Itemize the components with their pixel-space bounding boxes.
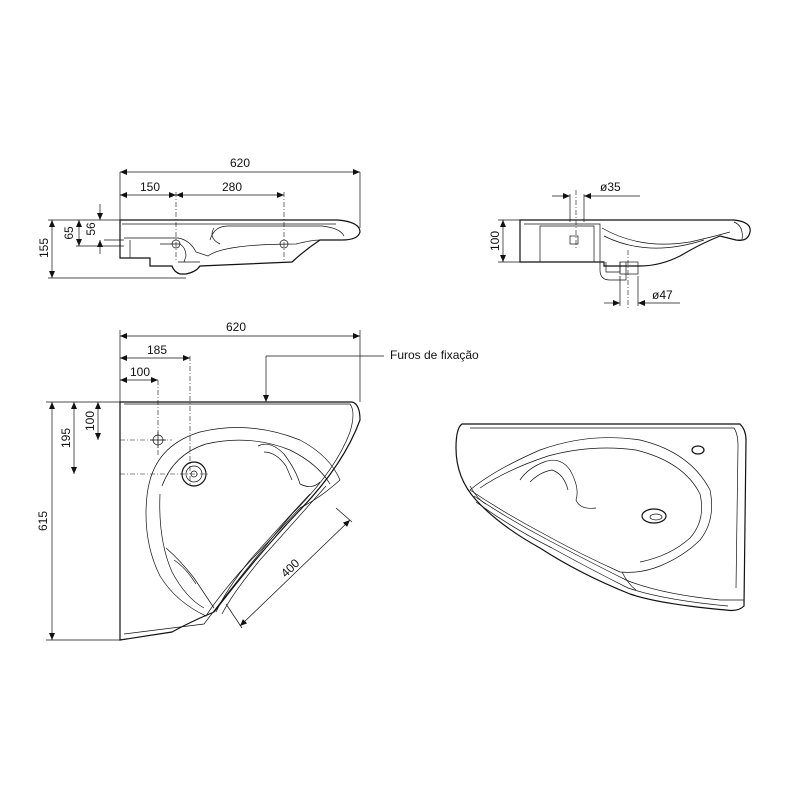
mounting-holes-label: Furos de fixação — [390, 348, 479, 362]
dim-side-dia-47: ø47 — [652, 288, 673, 302]
dim-side-height-100: 100 — [488, 231, 502, 251]
front-elevation-view: 620 150 280 155 65 56 — [37, 156, 361, 279]
dim-front-height-65: 65 — [62, 226, 76, 240]
side-elevation-view: 100 ø35 ø47 — [488, 180, 751, 308]
dim-plan-185: 185 — [147, 343, 167, 357]
dim-plan-depth-195: 195 — [59, 428, 73, 448]
dim-front-width-620: 620 — [230, 156, 250, 170]
plan-view: 620 185 100 615 195 100 400 Furos de fix… — [36, 320, 479, 641]
dim-front-height-56: 56 — [84, 222, 98, 236]
dim-front-height-155: 155 — [37, 238, 51, 258]
dim-front-150: 150 — [140, 180, 160, 194]
dim-plan-depth-100-vertical: 100 — [83, 411, 97, 431]
perspective-view — [455, 423, 747, 612]
dim-plan-front-400: 400 — [278, 556, 302, 580]
dim-plan-width-620: 620 — [226, 320, 246, 334]
dim-plan-depth-615: 615 — [36, 511, 50, 531]
dim-side-dia-35: ø35 — [600, 180, 621, 194]
dim-plan-100-horizontal: 100 — [130, 365, 150, 379]
dim-front-280: 280 — [222, 180, 242, 194]
